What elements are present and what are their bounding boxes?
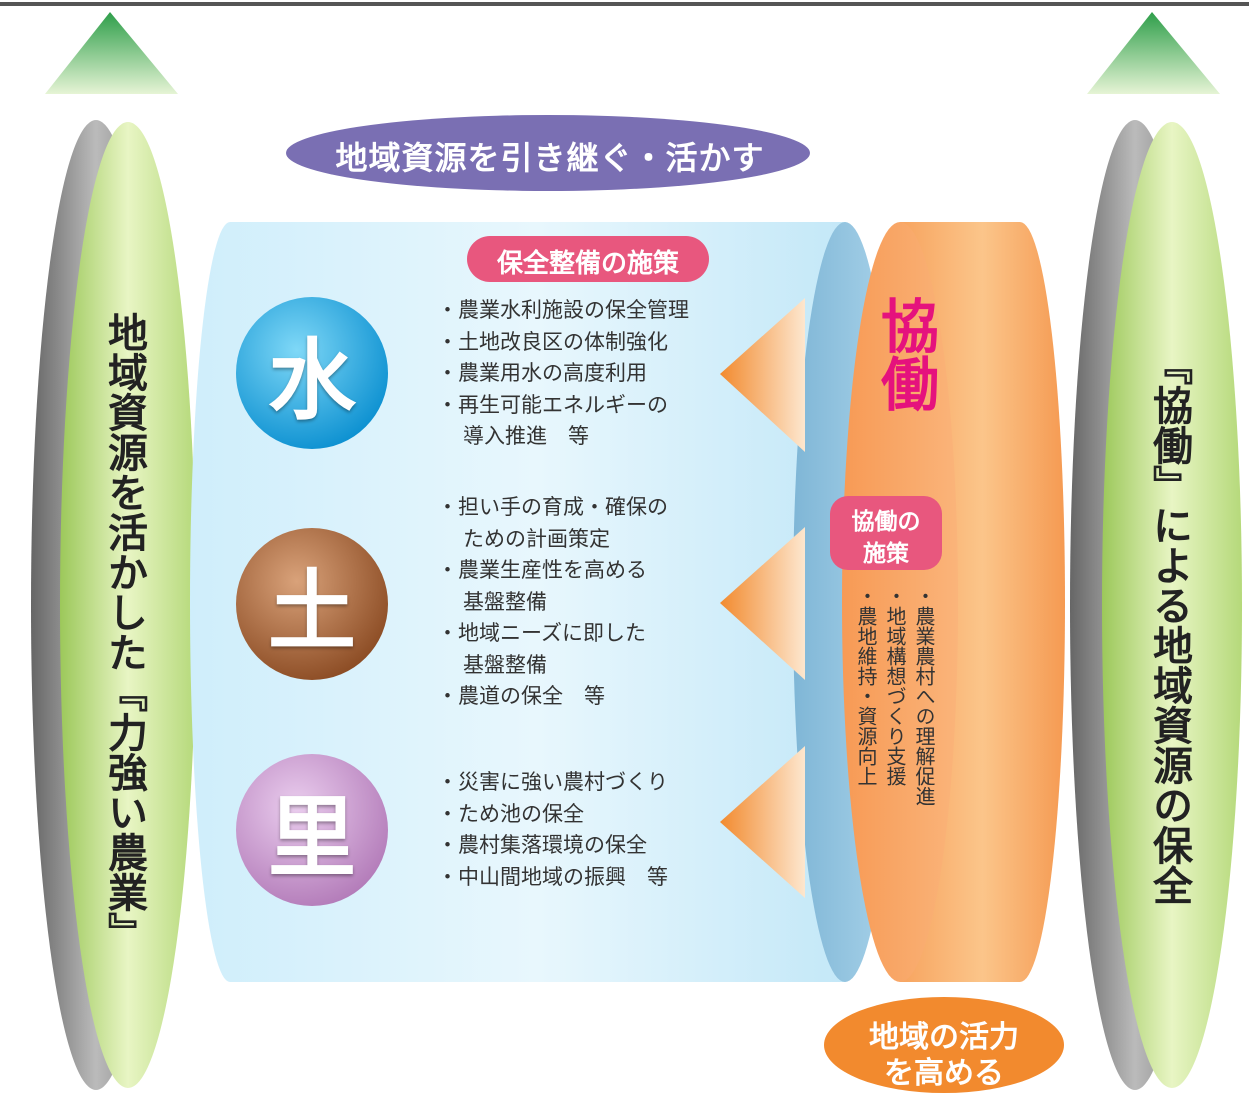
village-symbol: 里 (267, 785, 356, 889)
list-item: 農業用水の高度利用 (437, 358, 689, 390)
list-item-continuation: 基盤整備 (463, 652, 547, 677)
soil-circle (236, 528, 388, 680)
kyodo-measure-3: ・農地維持・資源向上 (854, 586, 878, 786)
list-item: 農村集落環境の保全 (437, 830, 668, 862)
bottom-badge (824, 997, 1064, 1093)
village-arrow (720, 746, 805, 898)
water-circle (236, 297, 388, 449)
list-item-continuation: 導入推進 等 (463, 424, 589, 448)
water-arrow (720, 298, 805, 452)
kyodo-measures-pill (830, 496, 942, 570)
right-pillar (1102, 122, 1242, 1088)
list-item-continuation: 基盤整備 (463, 589, 547, 614)
list-item: 再生可能エネルギーの (437, 390, 689, 422)
list-item: 中山間地域の振興 等 (437, 862, 668, 894)
kyodo-measure-2: ・地域構想づくり支援 (883, 586, 907, 786)
list-item: 担い手の育成・確保の (437, 492, 668, 524)
list-item: 農道の保全 等 (437, 681, 668, 713)
soil-measures-list: 担い手の育成・確保の ための計画策定 農業生産性を高める 基盤整備 地域ニーズに… (437, 492, 668, 713)
list-item: 災害に強い農村づくり (437, 767, 668, 799)
kyodo-measure-1: ・農業農村への理解促進 (912, 586, 936, 806)
bottom-badge-line2: を高める (884, 1056, 1004, 1091)
top-banner-pill (286, 115, 810, 191)
soil-arrow (720, 527, 805, 680)
list-item: 土地改良区の体制強化 (437, 327, 689, 359)
left-up-arrow (45, 12, 178, 94)
kyodo-cylinder-face (842, 222, 958, 982)
list-item-continuation: ための計画策定 (463, 526, 610, 551)
top-banner-text: 地域資源を引き継ぐ・活かす (335, 139, 765, 177)
kyodo-title: 協働 (871, 296, 939, 412)
water-symbol: 水 (267, 328, 356, 432)
kyodo-measures-header-line1: 協働の (851, 509, 921, 535)
bottom-badge-line1: 地域の活力 (869, 1020, 1019, 1055)
left-pillar (60, 122, 196, 1088)
list-item: 農業水利施設の保全管理 (437, 295, 689, 327)
conservation-header-text: 保全整備の施策 (496, 249, 679, 279)
list-item: 農業生産性を高める (437, 555, 668, 587)
list-item: ため池の保全 (437, 799, 668, 831)
right-pillar-text: 『協働』による地域資源の保全 (1146, 345, 1192, 905)
village-measures-list: 災害に強い農村づくり ため池の保全 農村集落環境の保全 中山間地域の振興 等 (437, 767, 668, 893)
kyodo-measures-header-line2: 施策 (863, 541, 909, 567)
village-circle (236, 754, 388, 906)
list-item: 地域ニーズに即した (437, 618, 668, 650)
left-pillar-text: 地域資源を活かした『力強い農業』 (101, 312, 147, 952)
right-up-arrow (1087, 12, 1220, 94)
conservation-header-pill (467, 236, 709, 282)
soil-symbol: 土 (267, 559, 356, 663)
water-measures-list: 農業水利施設の保全管理 土地改良区の体制強化 農業用水の高度利用 再生可能エネル… (437, 295, 689, 453)
